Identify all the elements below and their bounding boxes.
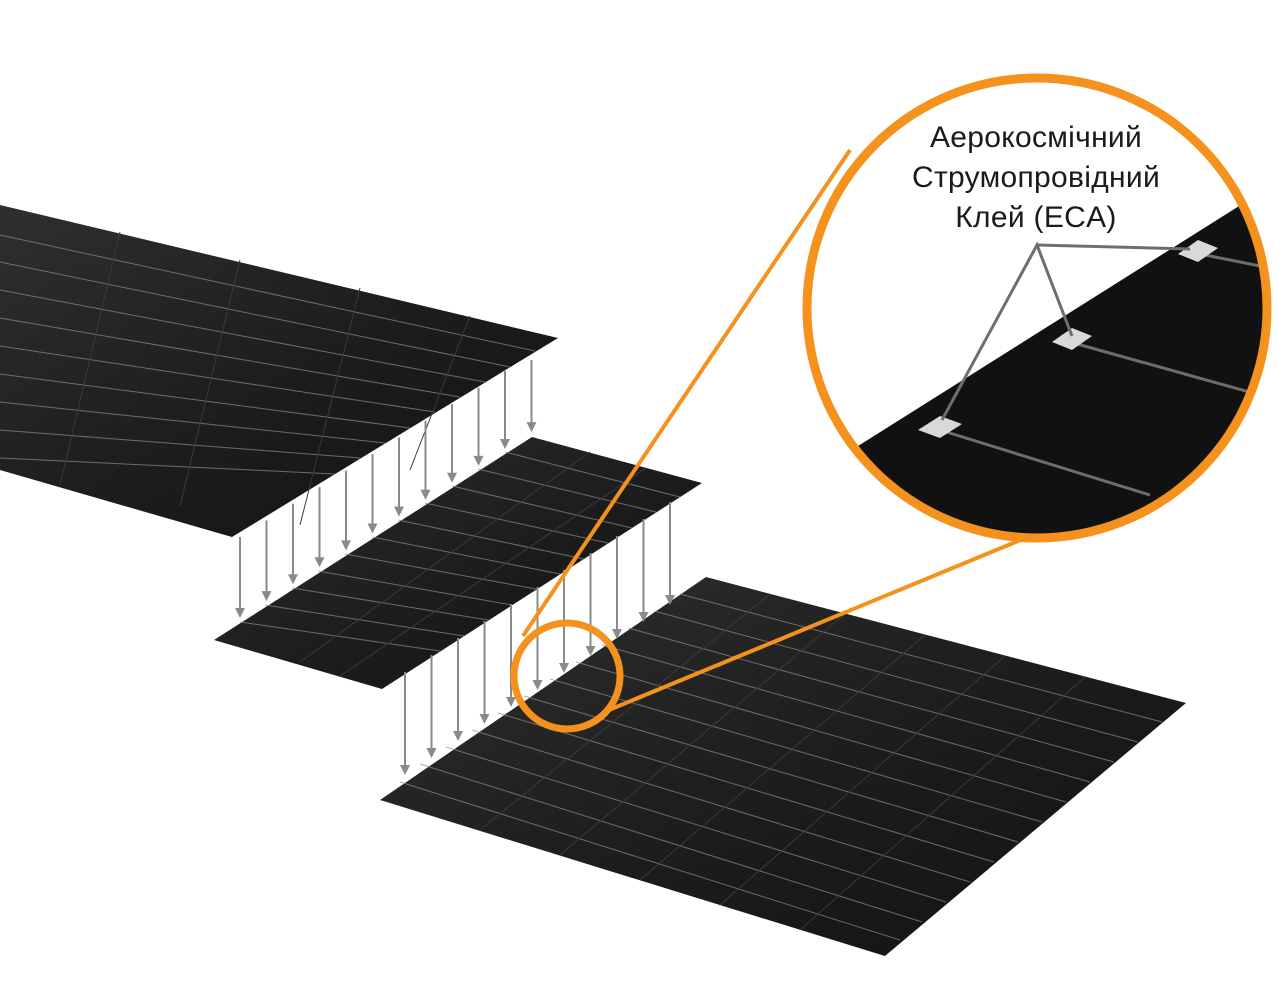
adhesive-pads <box>918 240 1218 438</box>
zoom-circle-icon <box>510 619 624 733</box>
callout-label-line-2: Струмопровідний <box>911 161 1161 194</box>
panel-top-busbars <box>0 234 536 475</box>
down-arrow-icon <box>473 387 484 466</box>
callout-label: Аерокосмічний Струмопровідний Клей (ECA) <box>856 118 1216 238</box>
down-arrow-icon <box>261 520 272 602</box>
zoom-connectors <box>521 148 1099 714</box>
panel-middle-busbars <box>239 451 681 652</box>
panel-top-cell-seams <box>59 231 471 526</box>
down-arrow-icon <box>612 536 622 639</box>
callout-label-line-3: Клей (ECA) <box>955 201 1117 234</box>
down-arrow-icon <box>341 470 351 551</box>
down-arrow-icon <box>479 621 490 724</box>
arrows-lower <box>400 502 675 775</box>
panel-middle <box>214 437 702 689</box>
panel-top <box>0 205 558 537</box>
down-arrow-icon <box>288 503 298 585</box>
down-arrow-icon <box>665 502 675 605</box>
down-arrow-icon <box>394 437 404 517</box>
callout-label-line-1: Аерокосмічний <box>929 121 1143 154</box>
down-arrow-icon <box>400 672 410 775</box>
panel-bottom-cell-seams <box>479 593 1086 931</box>
panel-middle-cell-seams <box>299 451 647 677</box>
down-arrow-icon <box>526 360 537 433</box>
panel-bottom-busbars <box>399 593 1163 941</box>
down-arrow-icon <box>559 570 569 673</box>
down-arrow-icon <box>426 655 437 758</box>
panel-bottom <box>380 577 1186 956</box>
down-arrow-icon <box>585 553 596 656</box>
down-arrow-icon <box>500 371 510 449</box>
leader-lines <box>940 241 1191 421</box>
down-arrow-icon <box>638 519 649 622</box>
down-arrow-icon <box>447 404 457 483</box>
arrows-upper <box>235 360 537 618</box>
down-arrow-icon <box>314 487 325 568</box>
down-arrow-icon <box>367 454 378 534</box>
down-arrow-icon <box>453 638 463 741</box>
down-arrow-icon <box>420 420 431 500</box>
lens-busbars <box>939 251 1267 497</box>
down-arrow-icon <box>235 537 245 618</box>
magnified-lens <box>802 73 1272 543</box>
